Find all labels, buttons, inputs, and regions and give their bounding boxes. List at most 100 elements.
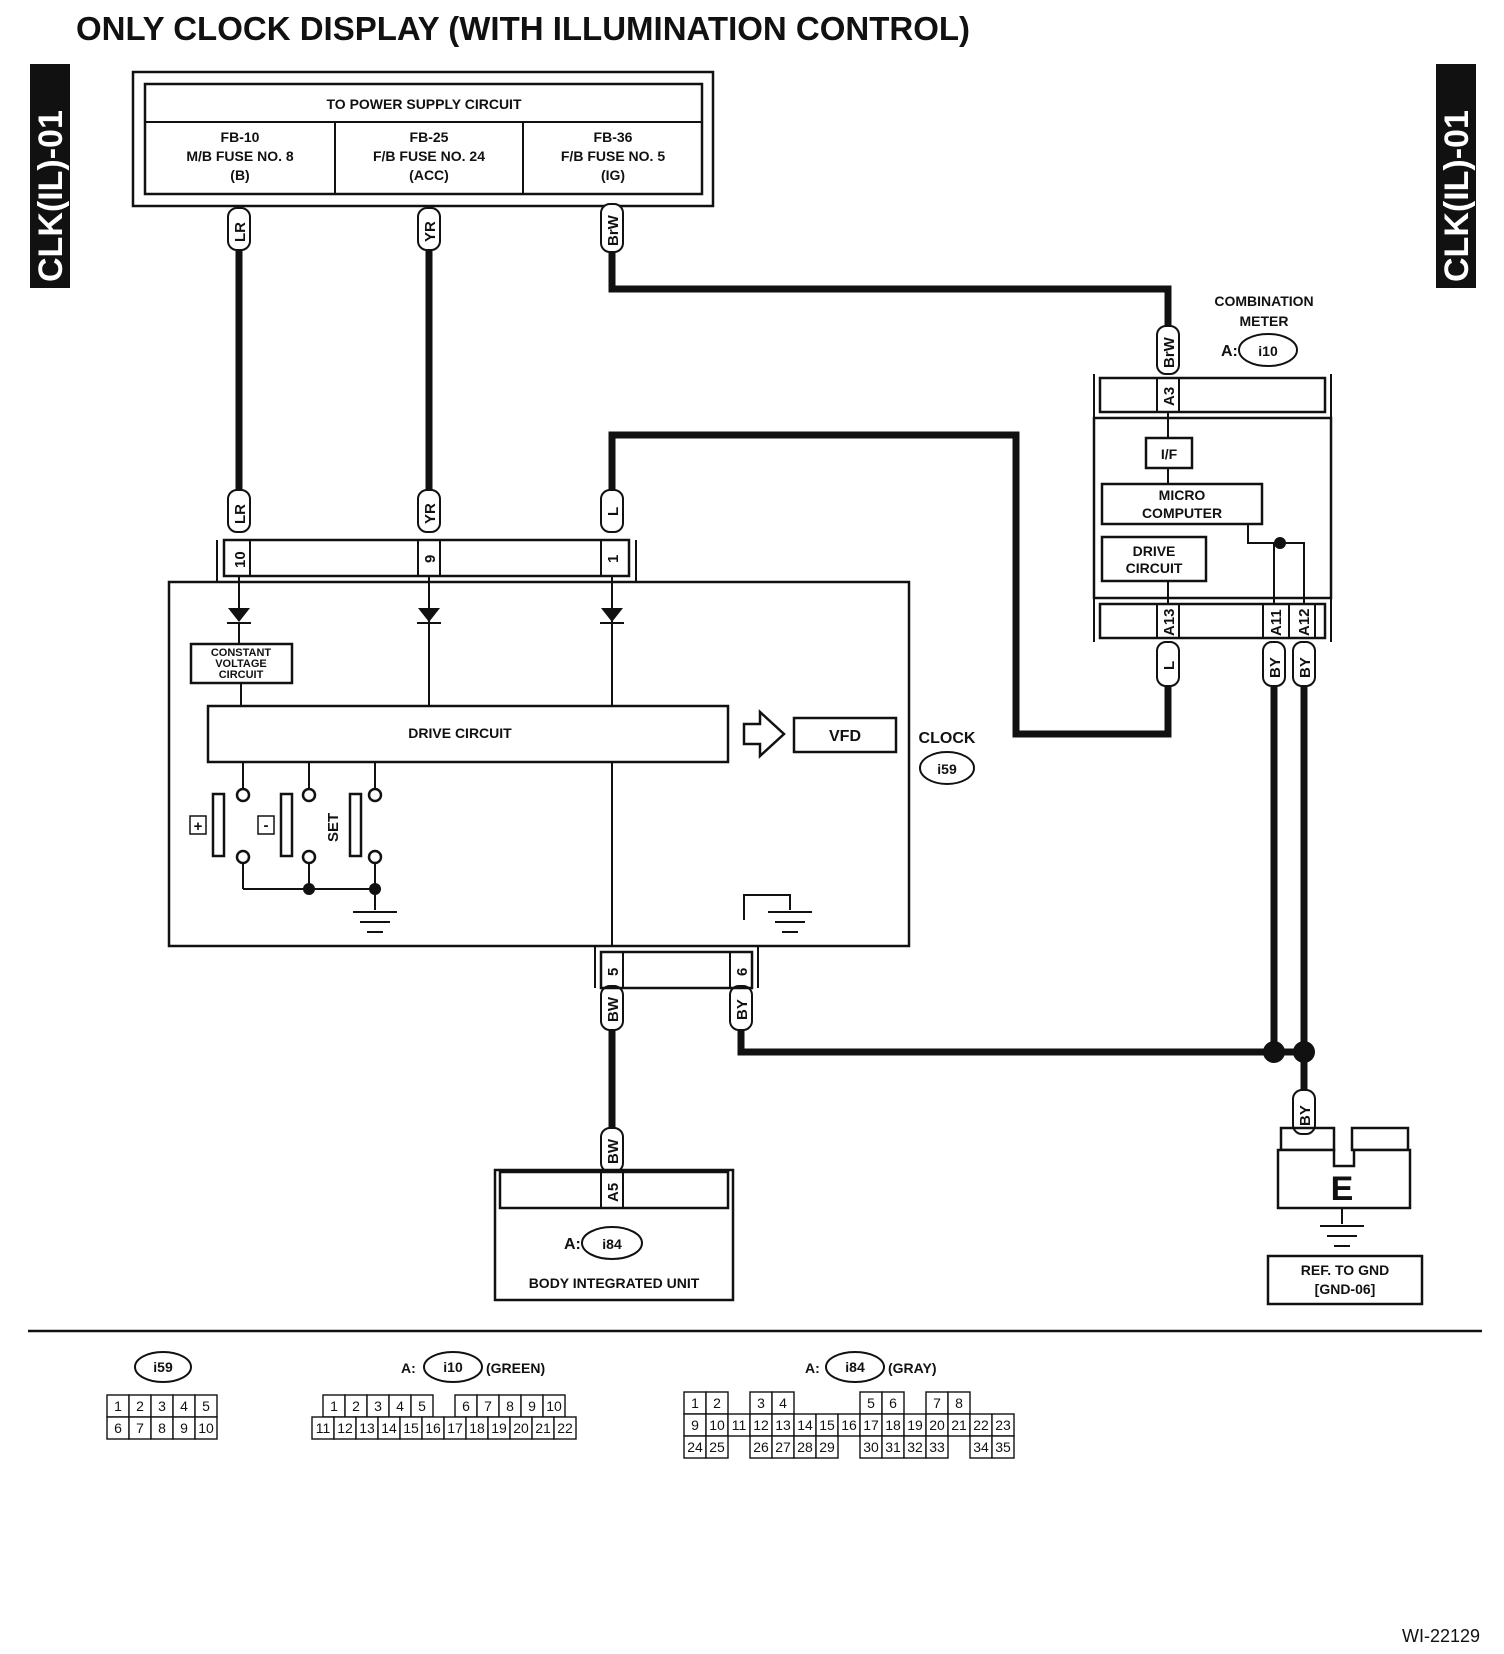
ground-symbol-icon	[1320, 1225, 1364, 1247]
connector-pin-number: 18	[885, 1417, 901, 1433]
fuse-fb36-source: (IG)	[601, 167, 625, 183]
connector-pin-number: 8	[158, 1420, 166, 1436]
clock-drive-circuit: DRIVE CIRCUIT	[408, 725, 512, 741]
constant-voltage-line2: VOLTAGE	[215, 658, 267, 670]
chassis-ground-icon	[743, 894, 812, 933]
connector-pin-number: 6	[114, 1420, 122, 1436]
meter-pin-a12: A12	[1296, 608, 1313, 636]
wire-label-brw-top: BrW	[605, 214, 622, 246]
connector-pin-number: 2	[713, 1395, 721, 1411]
connector-pin-number: 27	[775, 1439, 791, 1455]
fuse-fb10-source: (B)	[230, 167, 249, 183]
clock-connector-badge: i59	[919, 751, 975, 785]
constant-voltage-line1: CONSTANT	[211, 647, 272, 659]
connector-pin-number: 16	[841, 1417, 857, 1433]
combination-meter: COMBINATION METER A: i10 A3 I/F MICRO CO…	[1092, 293, 1333, 642]
connector-pin-cell	[925, 1435, 949, 1459]
meter-micro-line2: COMPUTER	[1142, 505, 1222, 521]
output-arrow-icon	[742, 709, 786, 759]
fuse-fb25-id: FB-25	[410, 129, 449, 145]
fuse-fb10-id: FB-10	[221, 129, 260, 145]
connector-pin-number: 5	[867, 1395, 875, 1411]
meter-interface: I/F	[1161, 446, 1178, 462]
connector-pin-number: 19	[491, 1420, 507, 1436]
wire-label-by-clock: BY	[734, 999, 751, 1020]
connector-pin-number: 1	[330, 1398, 338, 1414]
wire-label-yr-clock: YR	[422, 503, 439, 524]
ground-symbol-icon	[353, 911, 397, 933]
wire-label-lr-top: LR	[232, 222, 249, 242]
clock-pin-9: 9	[422, 555, 439, 563]
clock-pin-6: 6	[734, 968, 751, 976]
side-tag-right-text: CLK(IL)-01	[1438, 110, 1476, 282]
connector-pin-number: 21	[535, 1420, 551, 1436]
plus-switch-label: +	[194, 818, 203, 835]
wire-labels: LR YR BrW BrW LR YR L L BY BY BW BY BW B…	[227, 203, 1316, 1173]
connector-view-i59-id: i59	[153, 1359, 173, 1375]
connector-pin-cell	[705, 1435, 729, 1459]
connector-pin-number: 13	[775, 1417, 791, 1433]
connector-pin-cell	[991, 1435, 1015, 1459]
minus-switch-label: -	[264, 817, 269, 834]
constant-voltage-line3: CIRCUIT	[219, 669, 264, 681]
connector-pin-number: 1	[691, 1395, 699, 1411]
wire-label-brw-meter: BrW	[1161, 336, 1178, 368]
connector-pin-number: 14	[381, 1420, 397, 1436]
wires	[235, 248, 1315, 1130]
connector-pin-number: 9	[528, 1398, 536, 1414]
meter-name-line1: COMBINATION	[1214, 293, 1313, 309]
clock-top-connector: 10 9 1	[216, 538, 637, 582]
meter-connector-prefix: A:	[1221, 343, 1238, 360]
biu-pin-a5: A5	[605, 1183, 622, 1202]
connector-pin-number: 7	[484, 1398, 492, 1414]
clock-pin-1: 1	[605, 555, 622, 563]
connector-pin-number: 14	[797, 1417, 813, 1433]
connector-pin-number: 15	[819, 1417, 835, 1433]
connector-pin-number: 2	[136, 1398, 144, 1414]
meter-pin-a3: A3	[1161, 387, 1178, 406]
meter-pin-a13: A13	[1161, 608, 1178, 636]
vfd-label: VFD	[829, 728, 861, 745]
connector-pin-number: 2	[352, 1398, 360, 1414]
connector-pin-number: 1	[114, 1398, 122, 1414]
connector-pin-number: 7	[136, 1420, 144, 1436]
ground-ref-line2: [GND-06]	[1315, 1281, 1376, 1297]
biu-name: BODY INTEGRATED UNIT	[529, 1275, 700, 1291]
meter-connector-id: i10	[1258, 343, 1278, 359]
set-switch-label: SET	[325, 813, 342, 842]
connector-pin-number: 32	[907, 1439, 923, 1455]
clock-name: CLOCK	[919, 730, 976, 747]
clock-pin-10: 10	[232, 551, 249, 568]
connector-pin-cell	[553, 1416, 577, 1440]
biu-connector-prefix: A:	[564, 1236, 581, 1253]
connector-pin-number: 26	[753, 1439, 769, 1455]
connector-pin-number: 12	[337, 1420, 353, 1436]
connector-pin-number: 3	[374, 1398, 382, 1414]
connector-pin-number: 18	[469, 1420, 485, 1436]
wire-label-bw-clock: BW	[605, 996, 622, 1022]
connector-pin-number: 25	[709, 1439, 725, 1455]
fuse-fb10-name: M/B FUSE NO. 8	[186, 148, 294, 164]
fuse-fb36-name: F/B FUSE NO. 5	[561, 148, 665, 164]
fuse-fb25-name: F/B FUSE NO. 24	[373, 148, 485, 164]
wire-label-by-ground: BY	[1297, 1105, 1314, 1126]
wire-label-bw-biu: BW	[605, 1138, 622, 1164]
side-tag-right: CLK(IL)-01	[1436, 64, 1476, 288]
wire-label-by-a12: BY	[1297, 657, 1314, 678]
connector-pin-cell	[194, 1416, 218, 1440]
connector-view-i84-id: i84	[845, 1359, 865, 1375]
connector-pin-number: 5	[418, 1398, 426, 1414]
connector-pin-number: 19	[907, 1417, 923, 1433]
connector-pin-number: 34	[973, 1439, 989, 1455]
fuse-fb36-id: FB-36	[594, 129, 633, 145]
wire-label-lr-clock: LR	[232, 504, 249, 524]
connector-pin-number: 7	[933, 1395, 941, 1411]
plus-switch: +	[189, 815, 207, 835]
side-tag-left: CLK(IL)-01	[30, 64, 70, 288]
connector-view-i10-prefix: A:	[401, 1360, 416, 1376]
clock-unit: CONSTANT VOLTAGE CIRCUIT DRIVE CIRCUIT V…	[167, 576, 911, 948]
clock-pin-5: 5	[605, 968, 622, 976]
connector-pin-number: 20	[513, 1420, 529, 1436]
connector-pin-number: 8	[506, 1398, 514, 1414]
